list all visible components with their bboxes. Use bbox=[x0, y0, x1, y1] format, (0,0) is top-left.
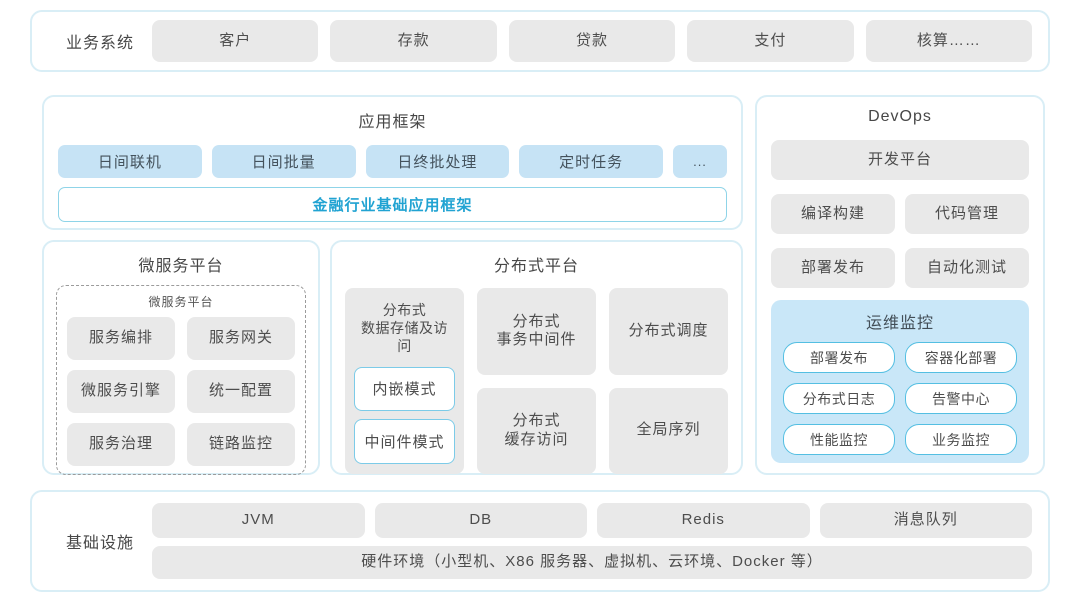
distributed-col-3: 分布式调度 全局序列 bbox=[609, 288, 728, 474]
infra-item-db[interactable]: DB bbox=[374, 503, 587, 538]
ops-item-container-deploy[interactable]: 容器化部署 bbox=[905, 342, 1017, 373]
infra-item-jvm[interactable]: JVM bbox=[152, 503, 365, 538]
ms-item-service-gateway[interactable]: 服务网关 bbox=[187, 317, 295, 360]
devops-item-deploy-release[interactable]: 部署发布 bbox=[771, 248, 895, 288]
framework-item-scheduled-task[interactable]: 定时任务 bbox=[519, 145, 663, 178]
distributed-grid: 分布式 数据存储及访问 内嵌模式 中间件模式 分布式事务中间件 分布式缓存访问 … bbox=[345, 288, 728, 474]
financial-base-framework-bar[interactable]: 金融行业基础应用框架 bbox=[58, 187, 727, 222]
devops-item-code-management[interactable]: 代码管理 bbox=[905, 194, 1029, 234]
app-framework-panel: 应用框架 日间联机 日间批量 日终批处理 定时任务 ... 金融行业基础应用框架 bbox=[42, 95, 743, 230]
distributed-storage-title: 分布式 数据存储及访问 bbox=[361, 302, 448, 355]
infrastructure-panel: 基础设施 JVM DB Redis 消息队列 硬件环境（小型机、X86 服务器、… bbox=[30, 490, 1050, 592]
devops-dev-platform[interactable]: 开发平台 bbox=[771, 140, 1029, 180]
devops-item-compile-build[interactable]: 编译构建 bbox=[771, 194, 895, 234]
framework-item-eod-batch[interactable]: 日终批处理 bbox=[365, 145, 510, 178]
dist-item-cache-access[interactable]: 分布式缓存访问 bbox=[477, 387, 596, 474]
business-item-accounting[interactable]: 核算…… bbox=[865, 20, 1033, 62]
devops-title: DevOps bbox=[868, 108, 932, 125]
storage-mode-embedded[interactable]: 内嵌模式 bbox=[354, 366, 455, 412]
infra-item-redis[interactable]: Redis bbox=[597, 503, 810, 538]
infrastructure-content: JVM DB Redis 消息队列 硬件环境（小型机、X86 服务器、虚拟机、云… bbox=[152, 503, 1032, 579]
business-item-customer[interactable]: 客户 bbox=[152, 20, 319, 62]
ops-item-alert-center[interactable]: 告警中心 bbox=[905, 383, 1017, 414]
dist-item-global-sequence[interactable]: 全局序列 bbox=[609, 387, 728, 474]
infra-item-mq[interactable]: 消息队列 bbox=[819, 503, 1032, 538]
business-systems-row: 客户 存款 贷款 支付 核算…… bbox=[152, 20, 1033, 62]
ms-item-service-governance[interactable]: 服务治理 bbox=[67, 423, 175, 466]
business-systems-label: 业务系统 bbox=[65, 35, 134, 52]
dist-item-scheduling[interactable]: 分布式调度 bbox=[609, 288, 728, 375]
devops-panel: DevOps 开发平台 编译构建 代码管理 部署发布 自动化测试 运维监控 部署… bbox=[755, 95, 1045, 475]
microservice-inner-title: 微服务平台 bbox=[148, 295, 214, 309]
distributed-platform-panel: 分布式平台 分布式 数据存储及访问 内嵌模式 中间件模式 分布式事务中间件 分布… bbox=[330, 240, 743, 475]
ops-item-performance-monitor[interactable]: 性能监控 bbox=[783, 424, 895, 455]
devops-grid: 编译构建 代码管理 部署发布 自动化测试 bbox=[771, 194, 1029, 288]
infrastructure-label: 基础设施 bbox=[65, 535, 134, 552]
distributed-platform-title: 分布式平台 bbox=[493, 258, 579, 275]
microservice-inner-box: 微服务平台 服务编排 服务网关 微服务引擎 统一配置 服务治理 链路监控 bbox=[56, 285, 306, 475]
ops-item-deploy-release[interactable]: 部署发布 bbox=[783, 342, 895, 373]
ops-item-business-monitor[interactable]: 业务监控 bbox=[905, 424, 1017, 455]
framework-item-more[interactable]: ... bbox=[673, 145, 727, 178]
app-framework-title: 应用框架 bbox=[358, 114, 427, 131]
ms-item-microservice-engine[interactable]: 微服务引擎 bbox=[67, 370, 175, 413]
infra-hardware-bar[interactable]: 硬件环境（小型机、X86 服务器、虚拟机、云环境、Docker 等） bbox=[152, 546, 1032, 579]
business-item-loan[interactable]: 贷款 bbox=[508, 20, 676, 62]
ops-monitor-panel: 运维监控 部署发布 容器化部署 分布式日志 告警中心 性能监控 业务监控 bbox=[771, 300, 1029, 463]
microservice-platform-title: 微服务平台 bbox=[138, 258, 224, 275]
app-framework-row: 日间联机 日间批量 日终批处理 定时任务 ... bbox=[58, 145, 727, 178]
business-item-payment[interactable]: 支付 bbox=[687, 20, 854, 62]
framework-item-daytime-batch[interactable]: 日间批量 bbox=[211, 145, 356, 178]
business-item-deposit[interactable]: 存款 bbox=[330, 20, 497, 62]
framework-item-daytime-online[interactable]: 日间联机 bbox=[58, 145, 202, 178]
ms-item-trace-monitor[interactable]: 链路监控 bbox=[187, 423, 295, 466]
ms-item-service-orchestration[interactable]: 服务编排 bbox=[67, 317, 175, 360]
ops-item-distributed-log[interactable]: 分布式日志 bbox=[783, 383, 895, 414]
distributed-col-2: 分布式事务中间件 分布式缓存访问 bbox=[477, 288, 596, 474]
distributed-storage-box[interactable]: 分布式 数据存储及访问 内嵌模式 中间件模式 bbox=[345, 288, 464, 474]
microservice-platform-panel: 微服务平台 微服务平台 服务编排 服务网关 微服务引擎 统一配置 服务治理 链路… bbox=[42, 240, 320, 475]
microservice-grid: 服务编排 服务网关 微服务引擎 统一配置 服务治理 链路监控 bbox=[67, 317, 295, 466]
devops-item-automated-test[interactable]: 自动化测试 bbox=[905, 248, 1029, 288]
ops-monitor-grid: 部署发布 容器化部署 分布式日志 告警中心 性能监控 业务监控 bbox=[783, 342, 1017, 455]
storage-mode-middleware[interactable]: 中间件模式 bbox=[354, 419, 455, 464]
ms-item-unified-config[interactable]: 统一配置 bbox=[187, 370, 295, 413]
ops-monitor-title: 运维监控 bbox=[865, 315, 934, 332]
infrastructure-row: JVM DB Redis 消息队列 bbox=[152, 503, 1032, 538]
business-systems-panel: 业务系统 客户 存款 贷款 支付 核算…… bbox=[30, 10, 1050, 72]
dist-item-transaction-middleware[interactable]: 分布式事务中间件 bbox=[477, 288, 596, 375]
